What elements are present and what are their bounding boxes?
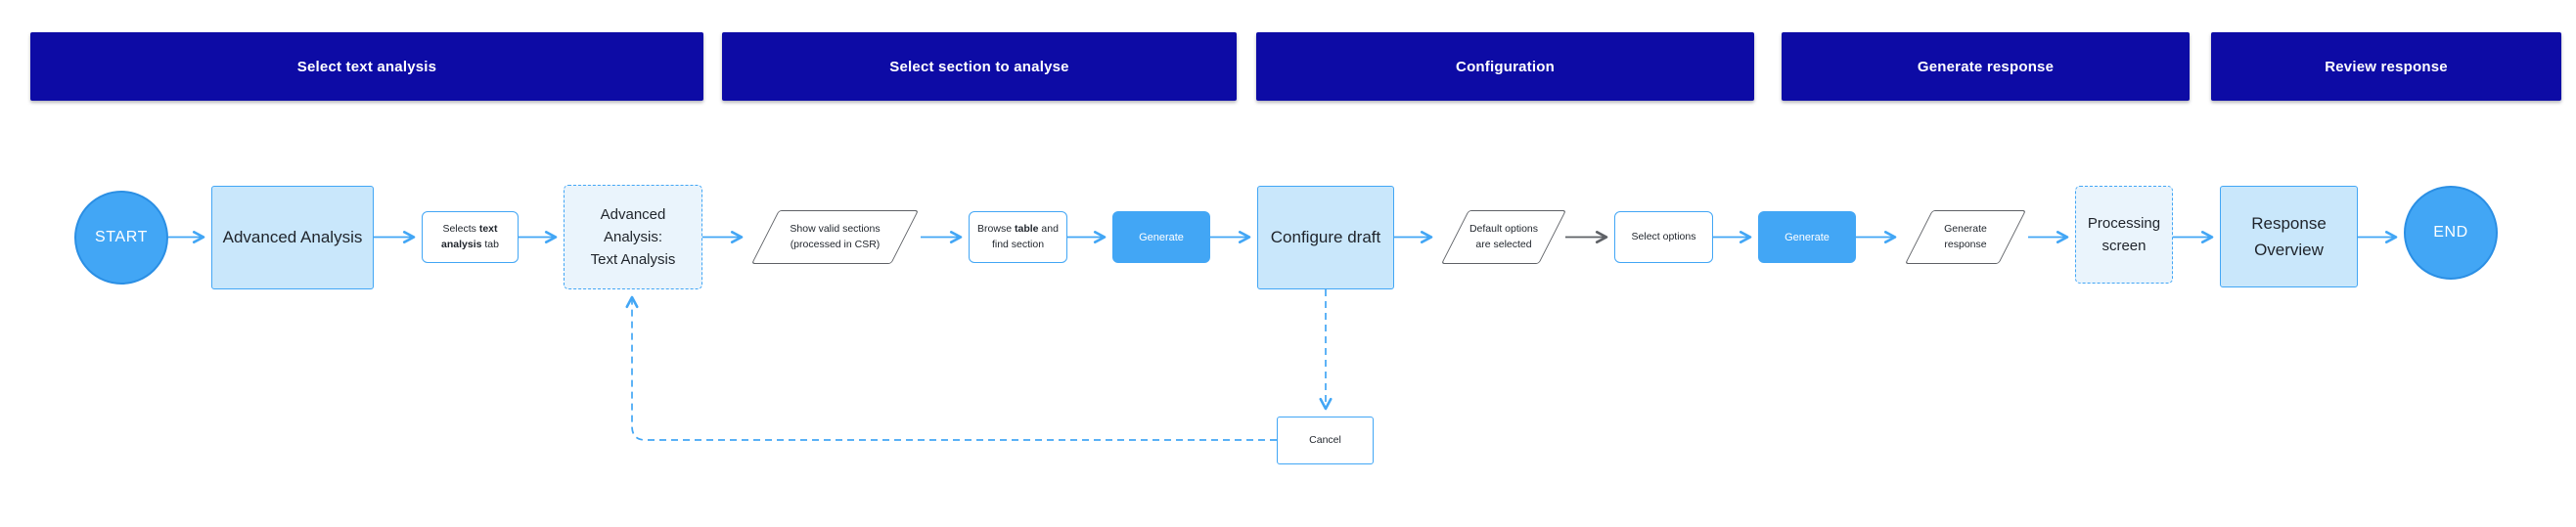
- phase-label: Review response: [2325, 58, 2448, 75]
- node-default-options-selected: Default options are selected: [1439, 210, 1568, 264]
- node-select-options: Select options: [1614, 211, 1713, 263]
- node-response-overview: Response Overview: [2220, 186, 2358, 287]
- phase-label: Select text analysis: [296, 58, 437, 75]
- button-label: Generate: [1139, 231, 1184, 243]
- generate-button-1: Generate: [1112, 211, 1210, 263]
- node-advanced-analysis-text-analysis: Advanced Analysis: Text Analysis: [564, 185, 702, 289]
- node-selects-text-analysis-tab: Selects text analysis tab: [422, 211, 519, 263]
- node-label: Response Overview: [2251, 213, 2327, 259]
- phase-header-select-text-analysis: Select text analysis: [30, 32, 703, 101]
- node-cancel: Cancel: [1277, 417, 1374, 464]
- phase-header-configuration: Configuration: [1256, 32, 1754, 101]
- node-label: Browse table and find section: [977, 223, 1059, 250]
- dashed-arrow-cancel-to-advanced-text-analysis: [625, 295, 1277, 441]
- node-label: Default options are selected: [1469, 222, 1539, 250]
- node-show-valid-sections: Show valid sections (processed in CSR): [749, 210, 921, 264]
- node-label: Processing screen: [2087, 214, 2161, 254]
- generate-button-2: Generate: [1758, 211, 1856, 263]
- phase-label: Configuration: [1456, 58, 1555, 75]
- node-advanced-analysis: Advanced Analysis: [211, 186, 374, 289]
- node-browse-table-find-section: Browse table and find section: [969, 211, 1067, 263]
- phase-label: Select section to analyse: [889, 58, 1069, 75]
- phase-header-generate-response: Generate response: [1782, 32, 2190, 101]
- start-label: START: [95, 229, 148, 245]
- node-configure-draft: Configure draft: [1257, 186, 1394, 289]
- node-label: Select options: [1631, 230, 1696, 242]
- node-processing-screen: Processing screen: [2075, 186, 2173, 284]
- node-label: Show valid sections (processed in CSR): [790, 222, 881, 250]
- node-label: Configure draft: [1270, 228, 1381, 246]
- phase-label: Generate response: [1917, 58, 2055, 75]
- node-label: Cancel: [1309, 433, 1341, 446]
- start-terminator: START: [74, 191, 168, 285]
- node-label: Advanced Analysis: [222, 228, 363, 246]
- phase-header-select-section: Select section to analyse: [722, 32, 1237, 101]
- end-terminator: END: [2404, 186, 2498, 280]
- node-label: Selects text analysis tab: [441, 223, 499, 250]
- end-label: END: [2433, 224, 2468, 241]
- phase-header-review-response: Review response: [2211, 32, 2561, 101]
- node-generate-response: Generate response: [1903, 210, 2028, 264]
- button-label: Generate: [1785, 231, 1830, 243]
- node-label: Generate response: [1944, 222, 1987, 250]
- node-label: Advanced Analysis: Text Analysis: [590, 205, 676, 269]
